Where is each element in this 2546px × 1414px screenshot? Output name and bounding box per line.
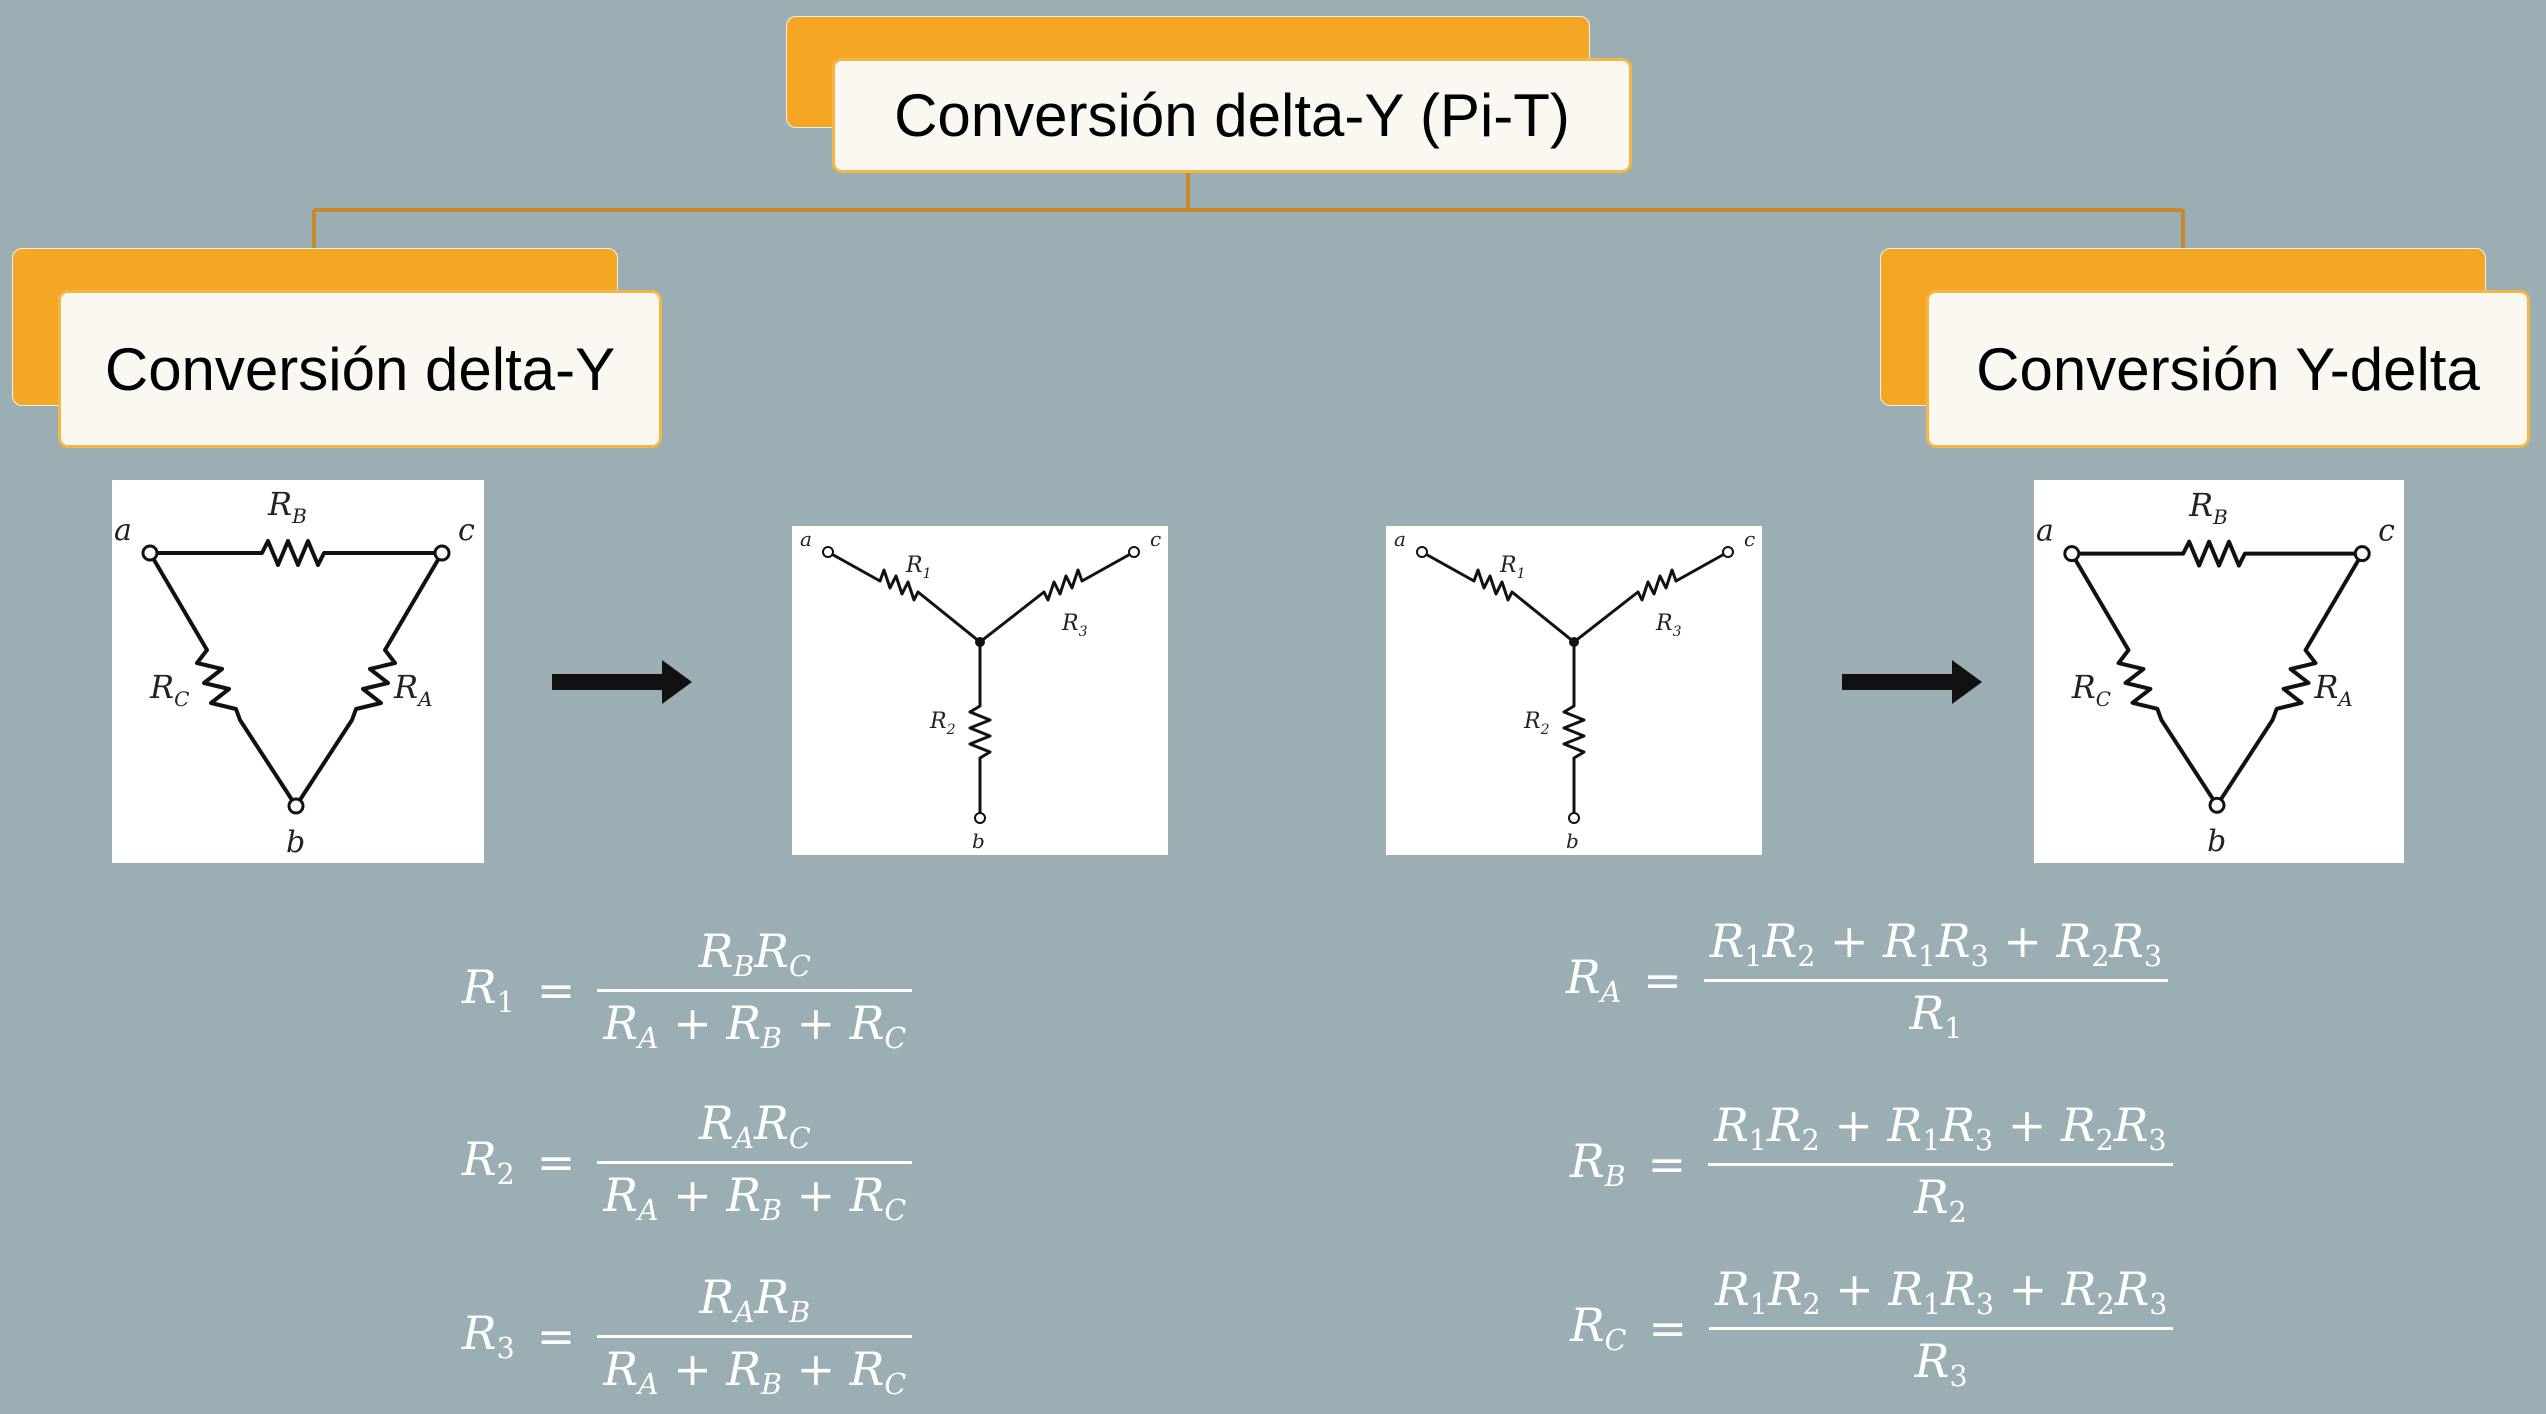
denominator: RA + RB + RC — [603, 1342, 907, 1402]
fraction-bar — [597, 989, 913, 993]
y-left-label-r1: R1 — [905, 553, 932, 582]
y-right-node-a: a — [1394, 527, 1406, 551]
arrow-right-icon — [1842, 660, 1982, 704]
formula-lhs: RA — [1566, 950, 1622, 1010]
numerator: RARB — [699, 1270, 811, 1330]
delta-circuit-left: a c b RB RC RA — [112, 480, 484, 863]
formula-lhs: RB — [1570, 1134, 1626, 1194]
delta-left-label-ra: RA — [393, 668, 433, 711]
formula-r2: R2 = RARC RA + RB + RC — [462, 1096, 913, 1228]
right-branch-node: Conversión Y-delta — [1926, 290, 2530, 448]
delta-right-label-rb: RB — [2188, 486, 2228, 529]
delta-left-label-rb: RB — [267, 485, 307, 528]
denominator: R1 — [1909, 986, 1963, 1046]
fraction: RBRC RA + RB + RC — [597, 924, 913, 1056]
y-right-label-r2: R2 — [1523, 709, 1550, 738]
numerator: R1R2 + R1R3 + R2R3 — [1714, 1098, 2167, 1158]
delta-circuit-right: a c b RB RC RA — [2034, 480, 2404, 863]
delta-right-node-c: c — [2378, 514, 2395, 549]
left-branch-title: Conversión delta-Y — [104, 335, 616, 403]
y-right-label-r3: R3 — [1655, 611, 1682, 640]
denominator: R2 — [1913, 1170, 1967, 1230]
y-right-node-b: b — [1566, 829, 1579, 853]
y-right-label-r1: R1 — [1499, 553, 1526, 582]
equals-sign: = — [536, 1134, 576, 1189]
delta-left-node-c: c — [458, 513, 475, 548]
y-left-label-r2: R2 — [929, 709, 956, 738]
delta-right-node-b: b — [2207, 824, 2226, 859]
equals-sign: = — [1648, 1300, 1688, 1355]
numerator: RBRC — [698, 924, 811, 984]
y-left-node-a: a — [800, 527, 812, 551]
formula-lhs: R2 — [462, 1132, 515, 1192]
numerator: R1R2 + R1R3 + R2R3 — [1715, 1262, 2168, 1322]
formula-lhs: R1 — [462, 960, 515, 1020]
y-left-label-r3: R3 — [1061, 611, 1088, 640]
delta-right-label-ra: RA — [2313, 668, 2352, 711]
denominator: RA + RB + RC — [603, 996, 907, 1056]
y-circuit-left: a c b R1 R3 R2 — [792, 526, 1168, 855]
fraction: RARB RA + RB + RC — [597, 1270, 913, 1402]
denominator: RA + RB + RC — [603, 1168, 907, 1228]
denominator: R3 — [1914, 1334, 1968, 1394]
y-circuit-right: a c b R1 R3 R2 — [1386, 526, 1762, 855]
equals-sign: = — [1647, 1136, 1687, 1191]
delta-left-label-rc: RC — [149, 668, 189, 711]
equals-sign: = — [1643, 952, 1682, 1007]
root-title: Conversión delta-Y (Pi-T) — [894, 82, 1570, 149]
fraction-bar — [597, 1335, 913, 1339]
equals-sign: = — [536, 1308, 576, 1363]
fraction-bar — [1708, 1163, 2173, 1167]
root-node: Conversión delta-Y (Pi-T) — [832, 58, 1632, 173]
delta-right-node-a: a — [2036, 514, 2054, 549]
fraction-bar — [1709, 1327, 2174, 1331]
fraction: RARC RA + RB + RC — [597, 1096, 913, 1228]
fraction-bar — [1703, 979, 2169, 983]
delta-left-node-a: a — [114, 513, 132, 548]
numerator: RARC — [698, 1096, 811, 1156]
y-right-node-c: c — [1744, 527, 1755, 551]
delta-left-node-b: b — [286, 825, 305, 860]
equals-sign: = — [536, 962, 576, 1017]
delta-right-label-rc: RC — [2071, 668, 2111, 711]
fraction-bar — [597, 1161, 913, 1165]
y-left-node-c: c — [1150, 527, 1161, 551]
right-branch-title: Conversión Y-delta — [1976, 335, 2480, 403]
left-branch-node: Conversión delta-Y — [58, 290, 662, 448]
formula-lhs: RC — [1570, 1298, 1627, 1358]
numerator: R1R2 + R1R3 + R2R3 — [1709, 914, 2163, 974]
arrow-right-icon — [552, 660, 692, 704]
formula-r1: R1 = RBRC RA + RB + RC — [462, 924, 913, 1056]
formula-r3: R3 = RARB RA + RB + RC — [462, 1270, 913, 1402]
y-left-node-b: b — [972, 829, 985, 853]
formula-lhs: R3 — [462, 1306, 515, 1366]
